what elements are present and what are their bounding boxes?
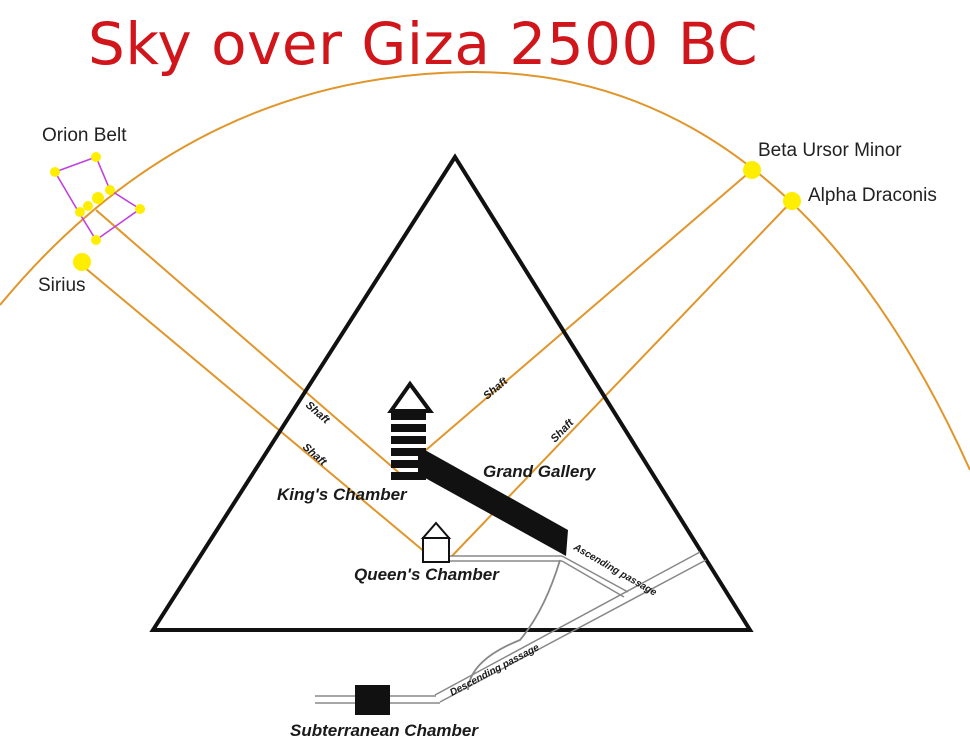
grand-gallery-label: Grand Gallery: [483, 462, 597, 481]
stars: [50, 152, 801, 271]
sirius-label: Sirius: [38, 275, 86, 296]
orion-star-top-right: [91, 152, 101, 162]
orion-star-bottom: [91, 235, 101, 245]
queens-chamber-label: Queen's Chamber: [354, 565, 500, 584]
kings-chamber-structure: [387, 380, 434, 480]
shaft-kings-to-beta-ursor-minor: [425, 169, 753, 451]
shaft-lines: [77, 169, 793, 559]
descending-passage-label: Descending passage: [448, 642, 541, 699]
ascending-passage-label: Ascending passage: [571, 542, 659, 599]
kings-chamber-label: King's Chamber: [277, 485, 408, 504]
sirius-star: [73, 253, 91, 271]
page-title: Sky over Giza 2500 BC: [88, 10, 758, 78]
orion-belt-star-1: [83, 201, 93, 211]
shaft-label-kings-north: Shaft: [481, 375, 511, 403]
sky-arc: [0, 70, 970, 471]
subterranean-chamber-label: Subterranean Chamber: [290, 721, 479, 740]
orion-star-left: [75, 207, 85, 217]
queens-chamber-structure: [420, 521, 452, 563]
shaft-queens-to-sirius: [77, 261, 433, 559]
orion-star-right: [135, 204, 145, 214]
orion-belt-label: Orion Belt: [42, 125, 127, 146]
beta-ursor-minor-label: Beta Ursor Minor: [758, 140, 902, 161]
shaft-label-queens-south: Shaft: [300, 441, 330, 469]
orion-star-top-left: [50, 167, 60, 177]
orion-belt-star-2: [92, 192, 104, 204]
alpha-draconis-label: Alpha Draconis: [808, 185, 937, 206]
shaft-kings-to-orion: [95, 209, 406, 479]
alpha-draconis-star: [783, 192, 801, 210]
pyramid-outline: [149, 153, 754, 632]
orion-belt-star-3: [105, 185, 115, 195]
grand-gallery: [418, 450, 568, 556]
beta-ursor-minor-star: [743, 161, 761, 179]
subterranean-chamber-structure: [355, 685, 390, 715]
